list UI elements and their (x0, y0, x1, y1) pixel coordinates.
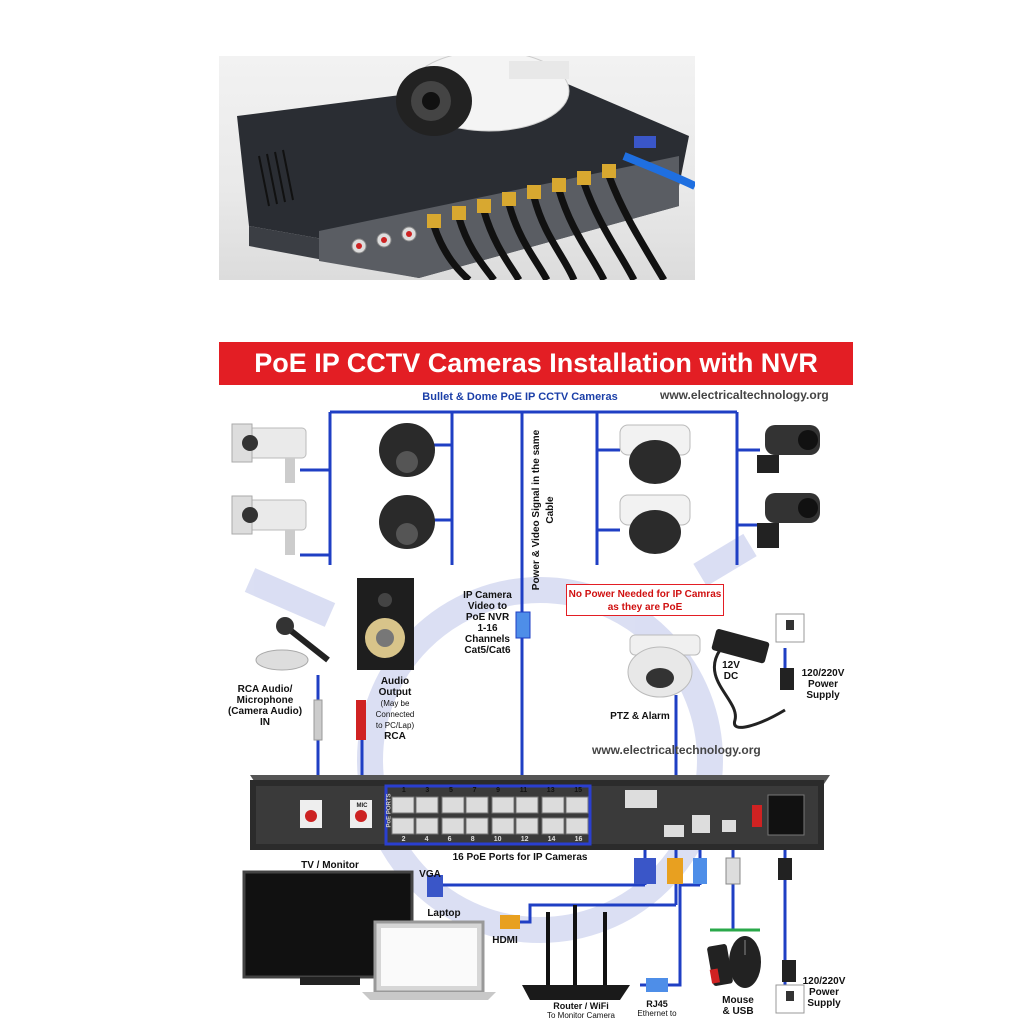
poe-ports-label: 16 PoE Ports for IP Cameras (452, 852, 588, 863)
port-number: 15 (574, 787, 583, 794)
power-supply-line: Power (808, 987, 839, 998)
ip-camera-label: IP Camera Video to PoE NVR 1-16 Channels… (455, 590, 520, 656)
port-number: 2 (401, 836, 406, 843)
mouse-usb-line: & USB (722, 1006, 754, 1017)
audio-output-line: Audio (380, 676, 410, 687)
port-number: 5 (448, 787, 453, 794)
power-supply-line: Power (807, 679, 838, 690)
website-mid: www.electricaltechnology.org (592, 743, 761, 757)
nvr-poe-side-text: PoE PORTS (386, 793, 393, 828)
port-number: 6 (447, 836, 452, 843)
audio-output-note-line: Connected (375, 710, 415, 719)
power-supply-line: 120/220V (802, 976, 846, 987)
power-supply-line: 120/220V (801, 668, 845, 679)
audio-output-note-line: to PC/Lap) (375, 721, 415, 730)
port-number: 10 (493, 836, 502, 843)
router-label: Router / WiFi To Monitor Camera (536, 1001, 626, 1021)
port-number: 11 (519, 787, 528, 794)
port-number: 7 (472, 787, 477, 794)
rca-audio-line: Microphone (236, 695, 294, 706)
ip-camera-line: Channels (464, 634, 510, 645)
audio-output-line: Output (378, 687, 412, 698)
nvr-mic-text: MIC (356, 803, 368, 809)
audio-output-label: Audio Output (May be Connected to PC/Lap… (370, 676, 420, 742)
port-number: 9 (496, 787, 501, 794)
dc-line: DC (723, 671, 739, 682)
mouse-usb-label: Mouse & USB (716, 995, 760, 1017)
router-line: To Monitor Camera (546, 1011, 616, 1020)
diagram-title: PoE IP CCTV Cameras Installation with NV… (219, 342, 853, 385)
power-supply-top-label: 120/220V Power Supply (797, 668, 849, 701)
port-number: 4 (424, 836, 429, 843)
rj45-line: Ethernet to (637, 1009, 677, 1018)
rca-audio-line: RCA Audio/ (237, 684, 293, 695)
audio-output-note-line: (May be (380, 699, 410, 708)
ip-camera-line: Cat5/Cat6 (464, 645, 511, 656)
port-number: 1 (401, 787, 406, 794)
dc-label: 12V DC (716, 660, 746, 682)
laptop-label: Laptop (427, 908, 461, 919)
tv-label: TV / Monitor (301, 860, 359, 871)
no-power-note: No Power Needed for IP Camras as they ar… (566, 584, 724, 616)
rj45-line: RJ45 (646, 999, 668, 1009)
ip-camera-line: Video to (467, 601, 508, 612)
rj45-label: RJ45 Ethernet to (627, 999, 687, 1019)
port-numbers-bottom: 2 4 6 8 10 12 14 16 (392, 836, 592, 844)
power-supply-line: Supply (807, 998, 841, 1009)
port-number: 16 (574, 836, 583, 843)
router-line: Router / WiFi (553, 1001, 609, 1011)
nvr-photo-drawing (237, 56, 695, 280)
power-supply-bottom-label: 120/220V Power Supply (798, 976, 850, 1009)
rca-audio-label: RCA Audio/ Microphone (Camera Audio) IN (225, 684, 305, 728)
hdmi-label: HDMI (492, 935, 518, 946)
power-supply-line: Supply (806, 690, 840, 701)
vertical-cable-label: Power & Video Signal in the same Cable (531, 429, 556, 591)
ptz-label: PTZ & Alarm (610, 711, 670, 722)
port-number: 14 (547, 836, 556, 843)
ip-camera-line: 1-16 (477, 623, 498, 634)
port-number: 12 (520, 836, 529, 843)
rca-label: RCA (384, 731, 406, 742)
ip-camera-line: IP Camera (463, 590, 512, 601)
ip-camera-line: PoE NVR (465, 612, 510, 623)
port-number: 3 (425, 787, 430, 794)
no-power-line: No Power Needed for IP Camras (568, 589, 722, 600)
no-power-line: as they are PoE (607, 602, 683, 613)
rca-audio-line: (Camera Audio) (227, 706, 303, 717)
dc-line: 12V (722, 660, 740, 671)
port-number: 8 (470, 836, 475, 843)
rca-audio-line: IN (260, 717, 270, 728)
cameras-header: Bullet & Dome PoE IP CCTV Cameras (422, 391, 618, 403)
mouse-usb-line: Mouse (722, 995, 754, 1006)
port-numbers-top: 1 3 5 7 9 11 13 15 (392, 787, 592, 795)
port-number: 13 (546, 787, 555, 794)
vga-label: VGA (419, 869, 441, 880)
nvr-photo (219, 56, 695, 280)
website-top: www.electricaltechnology.org (660, 388, 829, 402)
